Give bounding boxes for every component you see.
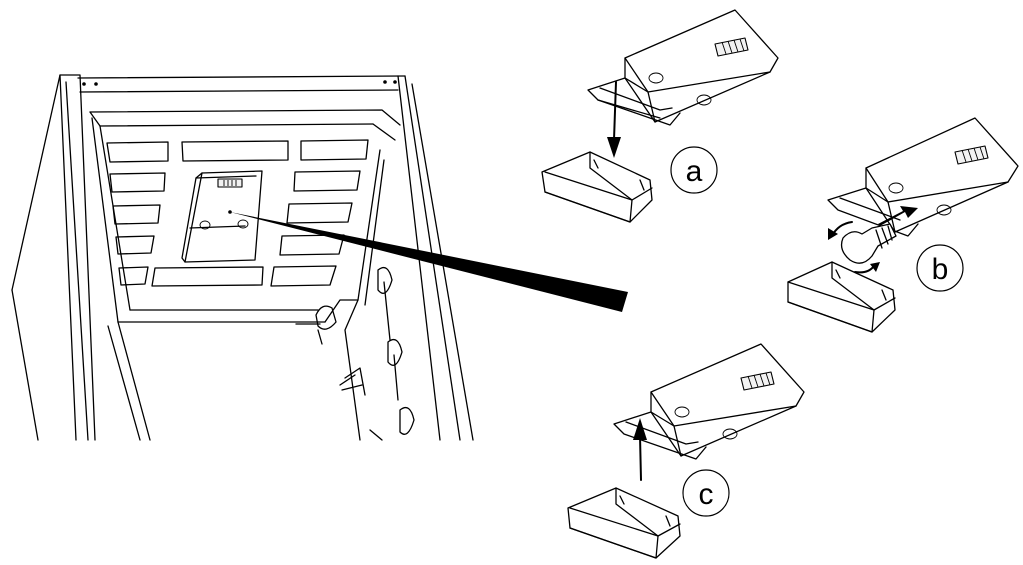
step-c-refit-cover xyxy=(567,343,805,559)
step-label-c: c xyxy=(682,469,730,517)
step-b-replace-bulb xyxy=(787,117,1019,333)
step-a-remove-cover xyxy=(541,9,779,223)
cabinet-interior xyxy=(11,74,474,441)
step-label-b: b xyxy=(916,244,964,292)
svg-text:a: a xyxy=(686,155,703,188)
ceiling-light-unit xyxy=(181,170,263,263)
ceiling-vent-slots xyxy=(106,139,369,287)
zoom-callout-wedge xyxy=(230,212,628,312)
svg-text:b: b xyxy=(932,253,949,286)
step-label-a: a xyxy=(670,146,718,194)
svg-text:c: c xyxy=(699,478,714,511)
